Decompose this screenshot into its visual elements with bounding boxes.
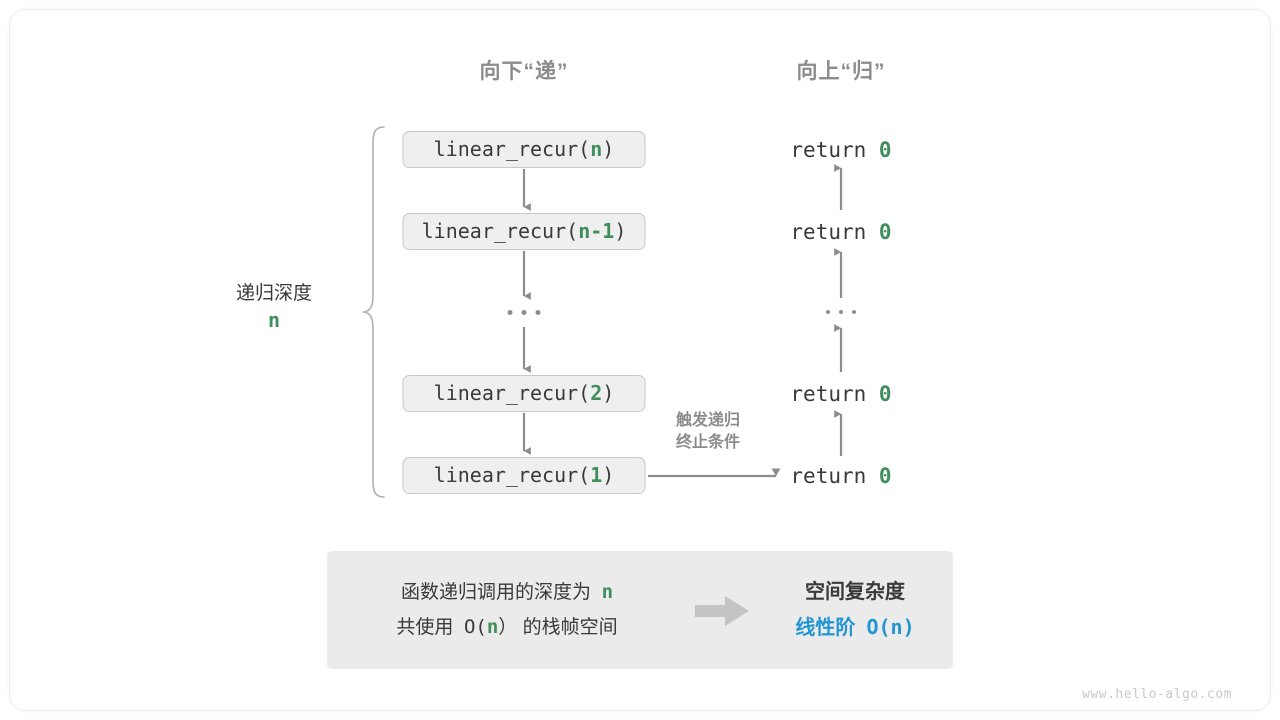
space-complexity-title: 空间复杂度	[805, 581, 905, 603]
call-box-2[interactable]: linear_recur(2)	[402, 375, 646, 412]
call-box-1[interactable]: linear_recur(1)	[402, 457, 646, 494]
summary-panel: 函数递归调用的深度为 n 共使用 O(n） 的栈帧空间 空间复杂度 线性阶 O(…	[327, 551, 953, 669]
header-upward-return: 向上“归”	[796, 60, 886, 83]
call-stack-ellipsis	[507, 310, 541, 315]
return-label-2: return 0	[790, 220, 892, 244]
recursion-depth-label: 递归深度 n	[236, 281, 312, 333]
termination-note-line2: 终止条件	[675, 434, 741, 451]
return-ellipsis	[826, 310, 856, 314]
recursion-depth-value: n	[267, 308, 281, 332]
call-box-n[interactable]: linear_recur(n)	[402, 131, 646, 168]
call-box-n-minus-1[interactable]: linear_recur(n-1)	[402, 213, 646, 250]
summary-left-text: 函数递归调用的深度为 n 共使用 O(n） 的栈帧空间	[327, 575, 687, 645]
implies-arrow-icon	[695, 596, 749, 626]
summary-left-line2: 共使用 O(n） 的栈帧空间	[396, 616, 618, 638]
space-complexity-value: 线性阶 O(n)	[795, 615, 915, 639]
watermark: www.hello-algo.com	[1082, 687, 1232, 702]
termination-note-line1: 触发递归	[675, 412, 741, 429]
termination-note: 触发递归 终止条件	[676, 410, 740, 454]
return-label-4: return 0	[790, 464, 892, 488]
call-box-1-text: linear_recur(1)	[433, 463, 615, 487]
return-label-3: return 0	[790, 382, 892, 406]
return-label-1: return 0	[790, 138, 892, 162]
summary-left-line1: 函数递归调用的深度为 n	[400, 581, 614, 603]
summary-right-text: 空间复杂度 线性阶 O(n)	[757, 575, 953, 646]
recursion-depth-brace	[362, 126, 385, 498]
call-box-2-text: linear_recur(2)	[433, 381, 615, 405]
recursion-depth-text: 递归深度	[235, 283, 313, 304]
call-box-n-minus-1-text: linear_recur(n-1)	[421, 219, 627, 243]
header-downward-recursion: 向下“递”	[479, 60, 569, 83]
call-box-n-text: linear_recur(n)	[433, 137, 615, 161]
